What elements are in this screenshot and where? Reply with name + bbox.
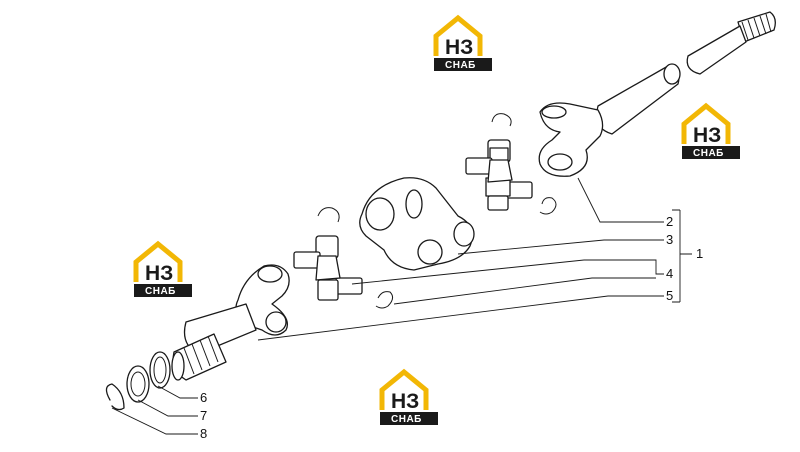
- watermark-caption: СНАБ: [693, 148, 724, 159]
- callout-8: 8: [200, 426, 207, 441]
- lower-cross-assembly: [293, 207, 394, 309]
- callout-5: 5: [666, 288, 673, 303]
- callout-6: 6: [200, 390, 207, 405]
- upper-cross-assembly: [465, 113, 557, 215]
- watermark-caption: СНАБ: [391, 414, 422, 425]
- short-shaft: [171, 264, 290, 381]
- leader-lines: [111, 177, 692, 435]
- callout-7: 7: [200, 408, 207, 423]
- long-shaft: [538, 11, 776, 177]
- callout-3: 3: [666, 232, 673, 247]
- callout-1: 1: [696, 246, 703, 261]
- watermark-logo: НЗ СНАБ: [434, 18, 492, 71]
- watermark-caption: СНАБ: [145, 286, 176, 297]
- callout-4: 4: [666, 266, 673, 281]
- watermark-logo: НЗ СНАБ: [682, 106, 740, 159]
- watermark-letters: НЗ: [391, 390, 419, 413]
- washers: [105, 351, 171, 411]
- watermark-letters: НЗ: [145, 262, 173, 285]
- watermark-letters: НЗ: [445, 36, 473, 59]
- watermark-logo: НЗ СНАБ: [380, 372, 438, 425]
- watermark-letters: НЗ: [693, 124, 721, 147]
- watermark-caption: СНАБ: [445, 60, 476, 71]
- callout-2: 2: [666, 214, 673, 229]
- center-coupling: [359, 177, 475, 271]
- watermark-logo: НЗ СНАБ: [134, 244, 192, 297]
- callout-labels: 1 2 3 4 5 6 7 8: [200, 214, 703, 441]
